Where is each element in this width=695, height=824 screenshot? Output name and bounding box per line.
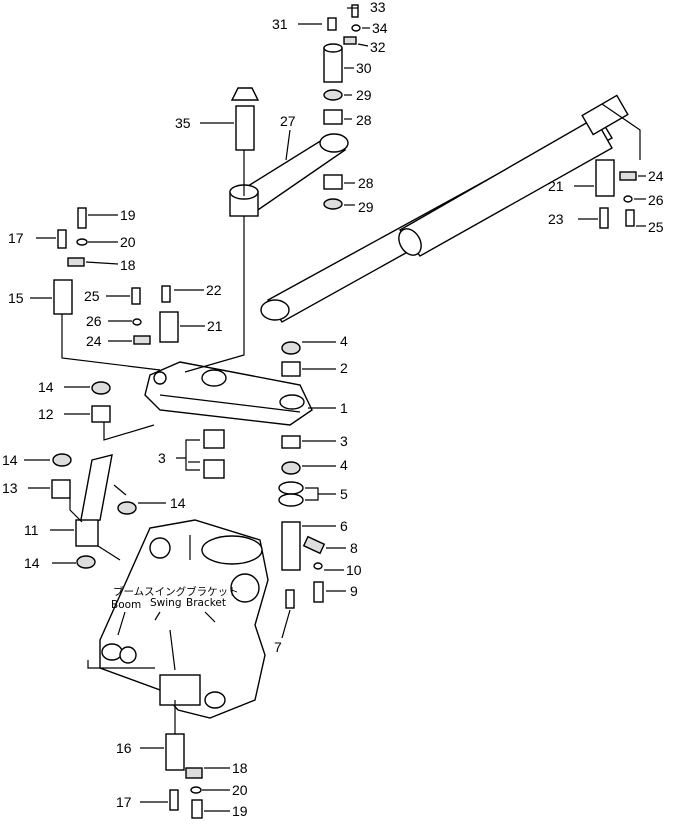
callout-25-b: 25 (648, 219, 664, 235)
callout-21-b: 21 (207, 318, 223, 334)
callout-10: 10 (346, 562, 362, 578)
swing-lever (144, 361, 313, 426)
callout-25-a: 25 (84, 288, 100, 304)
callout-14-b: 14 (2, 452, 18, 468)
callout-27: 27 (280, 113, 296, 129)
callout-20-b: 20 (232, 782, 248, 798)
callout-9: 9 (350, 583, 358, 599)
callout-32: 32 (370, 39, 386, 55)
callout-29-b: 29 (358, 199, 374, 215)
callout-1: 1 (340, 400, 348, 416)
leader-lines (61, 150, 245, 734)
caption-bracket: Bracket (186, 597, 226, 609)
callout-2: 2 (340, 360, 348, 376)
callout-26-b: 26 (648, 192, 664, 208)
callout-14-c: 14 (170, 495, 186, 511)
callout-3-b: 3 (340, 433, 348, 449)
callout-14-a: 14 (38, 379, 54, 395)
callout-7: 7 (274, 639, 282, 655)
callout-33: 33 (370, 0, 386, 15)
callout-5: 5 (340, 486, 348, 502)
callouts: 33 31 34 32 30 29 28 35 27 28 29 21 24 2… (2, 0, 664, 819)
callout-3-a: 3 (158, 450, 166, 466)
callout-13: 13 (2, 480, 18, 496)
callout-19-b: 19 (232, 803, 248, 819)
callout-35: 35 (175, 115, 191, 131)
callout-18-a: 18 (120, 257, 136, 273)
boom-swing-bracket (99, 519, 269, 719)
callout-29-a: 29 (356, 87, 372, 103)
callout-18-b: 18 (232, 760, 248, 776)
callout-24-a: 24 (86, 333, 102, 349)
callout-6: 6 (340, 518, 348, 534)
caption-japanese: ブームスイングブラケット (113, 585, 239, 598)
callout-23: 23 (548, 211, 564, 227)
callout-31: 31 (272, 16, 288, 32)
callout-19-a: 19 (120, 207, 136, 223)
callout-20-a: 20 (120, 234, 136, 250)
callout-12: 12 (38, 406, 54, 422)
callout-24-b: 24 (648, 168, 664, 184)
callout-17-a: 17 (8, 230, 24, 246)
bracket-caption: ブームスイングブラケット Boom Swing Bracket (111, 585, 239, 636)
callout-26-a: 26 (86, 313, 102, 329)
callout-4-b: 4 (340, 457, 348, 473)
callout-28-b: 28 (358, 175, 374, 191)
callout-21-a: 21 (548, 178, 564, 194)
callout-8: 8 (350, 540, 358, 556)
callout-14-d: 14 (24, 555, 40, 571)
callout-17-b: 17 (116, 794, 132, 810)
small-parts (51, 4, 637, 819)
callout-30: 30 (356, 60, 372, 76)
callout-28-a: 28 (356, 112, 372, 128)
callout-11: 11 (24, 522, 39, 538)
callout-34: 34 (372, 20, 388, 36)
callout-15: 15 (8, 290, 24, 306)
caption-swing: Swing (150, 597, 182, 609)
callout-16: 16 (116, 740, 132, 756)
callout-22: 22 (206, 282, 222, 298)
callout-4-a: 4 (340, 333, 348, 349)
link-arm (229, 133, 349, 217)
swing-cylinder (260, 94, 641, 323)
caption-boom: Boom (111, 599, 141, 611)
